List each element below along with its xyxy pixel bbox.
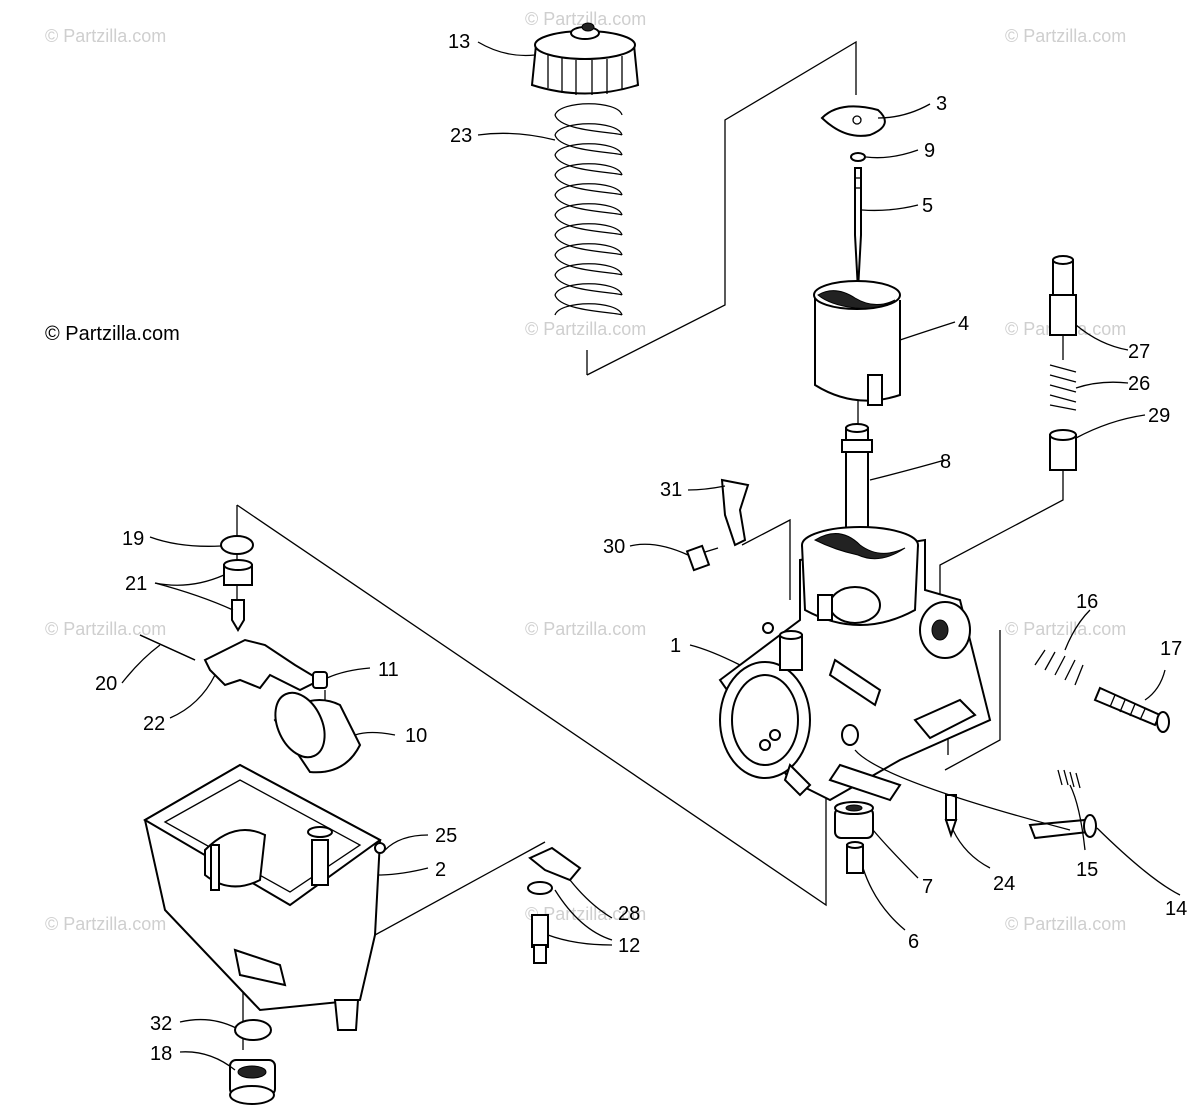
watermark: © Partzilla.com xyxy=(525,904,646,924)
part-13-top-cap xyxy=(530,22,640,95)
callout-18: 18 xyxy=(150,1043,172,1065)
part-26-spring xyxy=(1049,364,1077,411)
part-2-float-bowl xyxy=(143,763,386,1031)
part-23-spring xyxy=(554,103,623,316)
callout-14: 14 xyxy=(1165,898,1187,920)
callout-6: 6 xyxy=(908,931,919,953)
callout-10: 10 xyxy=(405,725,427,747)
callout-16: 16 xyxy=(1076,591,1098,613)
watermark: © Partzilla.com xyxy=(525,619,646,639)
callout-2: 2 xyxy=(435,859,446,881)
part-4-throttle-slide xyxy=(813,280,901,406)
part-17-screw xyxy=(1093,686,1170,733)
part-5-needle xyxy=(854,167,862,291)
part-7-jet xyxy=(834,801,874,839)
callout-15: 15 xyxy=(1076,859,1098,881)
callout-13: 13 xyxy=(448,31,470,53)
copyright-notice: © Partzilla.com xyxy=(45,323,180,345)
part-20-pin xyxy=(139,634,196,661)
part-16-spring xyxy=(1034,649,1084,686)
part-15-spring xyxy=(1057,769,1081,789)
part-6-jet xyxy=(846,841,864,874)
callout-17: 17 xyxy=(1160,638,1182,660)
callout-31: 31 xyxy=(660,479,682,501)
part-24-screw xyxy=(944,794,958,839)
watermark: © Partzilla.com xyxy=(1005,619,1126,639)
callout-7: 7 xyxy=(922,876,933,898)
part-28-plate xyxy=(528,846,582,882)
callout-3: 3 xyxy=(936,93,947,115)
part-27-fitting xyxy=(1049,255,1077,336)
part-10-float xyxy=(273,691,362,774)
leader-lines xyxy=(121,41,1181,1071)
watermark: © Partzilla.com xyxy=(525,319,646,339)
callout-24: 24 xyxy=(993,873,1015,895)
watermarks: © Partzilla.com © Partzilla.com © Partzi… xyxy=(45,9,1126,934)
watermark: © Partzilla.com xyxy=(525,9,646,29)
part-32-washer xyxy=(234,1019,272,1041)
part-21-needle-valve xyxy=(223,559,253,632)
callout-32: 32 xyxy=(150,1013,172,1035)
callout-11: 11 xyxy=(378,659,399,681)
callout-19: 19 xyxy=(122,528,144,550)
callout-12: 12 xyxy=(618,935,640,957)
callout-5: 5 xyxy=(922,195,933,217)
part-14-screw xyxy=(1028,814,1097,840)
part-29-plunger xyxy=(1049,429,1077,471)
callout-labels: 13 23 3 9 5 4 8 31 30 27 26 29 1 16 17 1… xyxy=(95,31,1187,1065)
callout-21: 21 xyxy=(125,573,147,595)
part-19-washer xyxy=(220,535,254,555)
part-22-float-arm xyxy=(203,638,323,692)
watermark: © Partzilla.com xyxy=(45,619,166,639)
part-30-screw xyxy=(685,544,719,572)
part-12-screw xyxy=(531,914,549,964)
callout-25: 25 xyxy=(435,825,457,847)
watermark: © Partzilla.com xyxy=(45,26,166,46)
callout-22: 22 xyxy=(143,713,165,735)
part-3-plate xyxy=(820,105,886,137)
part-31-bracket xyxy=(720,478,750,547)
part-9-clip xyxy=(850,152,866,162)
part-18-drain-plug xyxy=(229,1059,276,1105)
callout-20: 20 xyxy=(95,673,117,695)
part-12-washer xyxy=(527,881,553,895)
watermark: © Partzilla.com xyxy=(1005,914,1126,934)
watermark: © Partzilla.com xyxy=(1005,26,1126,46)
callout-1: 1 xyxy=(670,635,681,657)
callout-4: 4 xyxy=(958,313,969,335)
callout-23: 23 xyxy=(450,125,472,147)
callout-26: 26 xyxy=(1128,373,1150,395)
callout-8: 8 xyxy=(940,451,951,473)
part-1-carburetor-body xyxy=(718,526,992,802)
callout-27: 27 xyxy=(1128,341,1150,363)
callout-9: 9 xyxy=(924,140,935,162)
callout-30: 30 xyxy=(603,536,625,558)
callout-28: 28 xyxy=(618,903,640,925)
callout-29: 29 xyxy=(1148,405,1170,427)
watermark: © Partzilla.com xyxy=(45,914,166,934)
part-8-needle-jet xyxy=(841,423,873,529)
part-11-pin xyxy=(312,671,328,689)
